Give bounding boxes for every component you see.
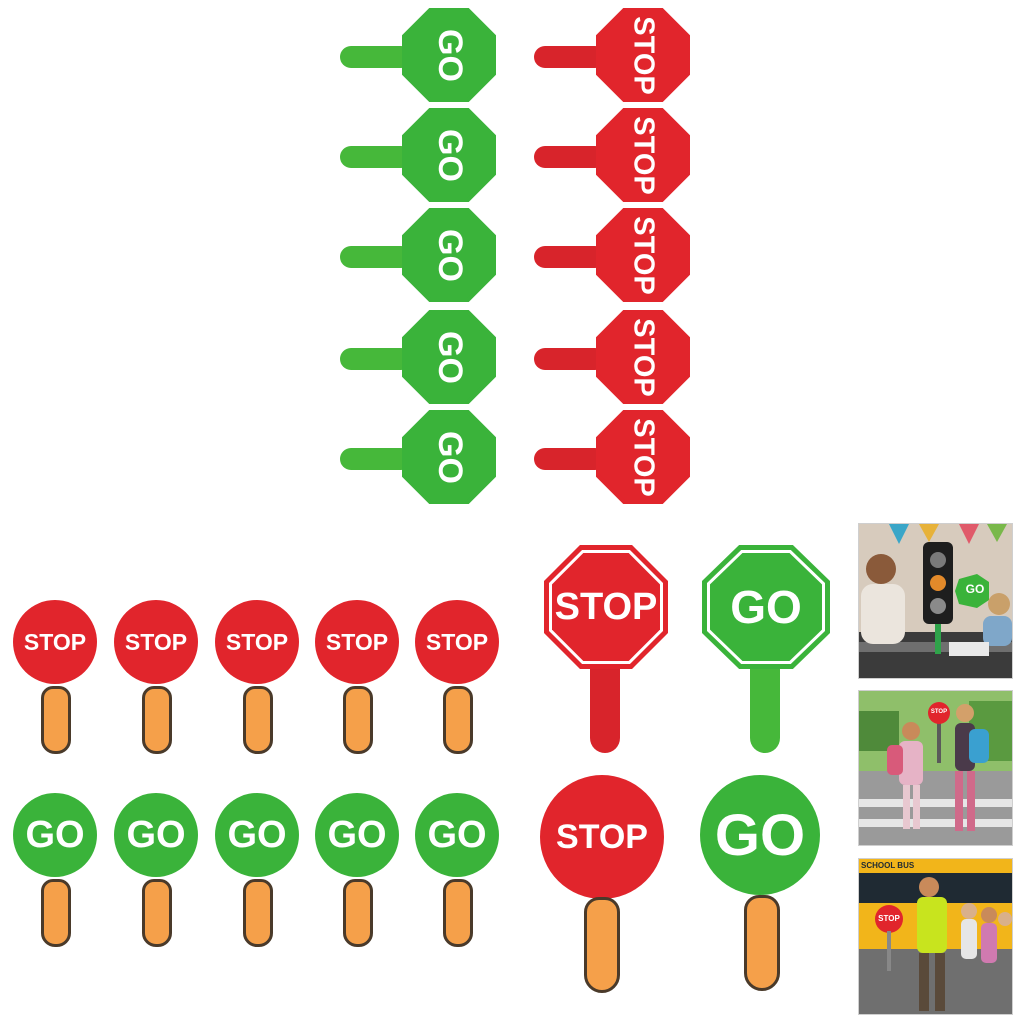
vertical-stop-paddle-4: STOP	[534, 310, 694, 406]
vertical-go-paddle-2: GO	[340, 108, 500, 204]
round-go-paddle-1: GO	[13, 793, 97, 947]
vertical-go-paddle-3: GO	[340, 208, 500, 304]
stop-label: STOP	[627, 417, 660, 497]
go-label: GO	[430, 228, 469, 282]
go-label: GO	[965, 582, 985, 596]
school-bus-crossing-guard-photo: SCHOOL BUS STOP	[858, 858, 1013, 1015]
go-label: GO	[430, 28, 469, 82]
vertical-stop-paddle-3: STOP	[534, 208, 694, 304]
stop-label: STOP	[930, 709, 948, 715]
go-label: GO	[430, 430, 469, 484]
go-label: GO	[430, 330, 469, 384]
go-label: GO	[227, 813, 287, 856]
stop-label: STOP	[425, 628, 489, 655]
round-go-paddle-2: GO	[114, 793, 198, 947]
round-go-paddle-3: GO	[215, 793, 299, 947]
stop-label: STOP	[225, 628, 289, 655]
large-go-octagon-sign: GO	[700, 545, 830, 755]
go-label: GO	[25, 813, 85, 856]
go-label: GO	[714, 802, 806, 868]
stop-label: STOP	[627, 15, 660, 95]
round-stop-paddle-1: STOP	[13, 600, 97, 754]
vertical-go-paddle-4: GO	[340, 310, 500, 406]
round-stop-paddle-4: STOP	[315, 600, 399, 754]
round-go-paddle-4: GO	[315, 793, 399, 947]
round-stop-paddle-2: STOP	[114, 600, 198, 754]
go-label: GO	[427, 813, 487, 856]
stop-label: STOP	[554, 585, 658, 628]
round-stop-paddle-5: STOP	[415, 600, 499, 754]
go-label: GO	[730, 581, 802, 633]
stop-label: STOP	[124, 628, 188, 655]
classroom-traffic-light-photo: GO	[858, 523, 1013, 679]
stop-label: STOP	[878, 914, 900, 923]
stop-label: STOP	[556, 817, 648, 856]
large-stop-octagon-sign: STOP	[540, 545, 670, 755]
stop-label: STOP	[23, 628, 87, 655]
school-bus-text: SCHOOL BUS	[861, 861, 915, 870]
vertical-stop-paddle-2: STOP	[534, 108, 694, 204]
stop-label: STOP	[627, 215, 660, 295]
round-stop-paddle-3: STOP	[215, 600, 299, 754]
vertical-stop-paddle-1: STOP	[534, 8, 694, 104]
stop-label: STOP	[325, 628, 389, 655]
round-go-paddle-5: GO	[415, 793, 499, 947]
stop-label: STOP	[627, 115, 660, 195]
large-round-stop-paddle: STOP	[540, 775, 666, 995]
large-round-go-paddle: GO	[700, 775, 826, 995]
go-label: GO	[430, 128, 469, 182]
go-label: GO	[126, 813, 186, 856]
vertical-go-paddle-1: GO	[340, 8, 500, 104]
vertical-go-paddle-5: GO	[340, 410, 500, 506]
crosswalk-children-photo: STOP	[858, 690, 1013, 846]
go-label: GO	[327, 813, 387, 856]
vertical-stop-paddle-5: STOP	[534, 410, 694, 506]
stop-label: STOP	[627, 317, 660, 397]
